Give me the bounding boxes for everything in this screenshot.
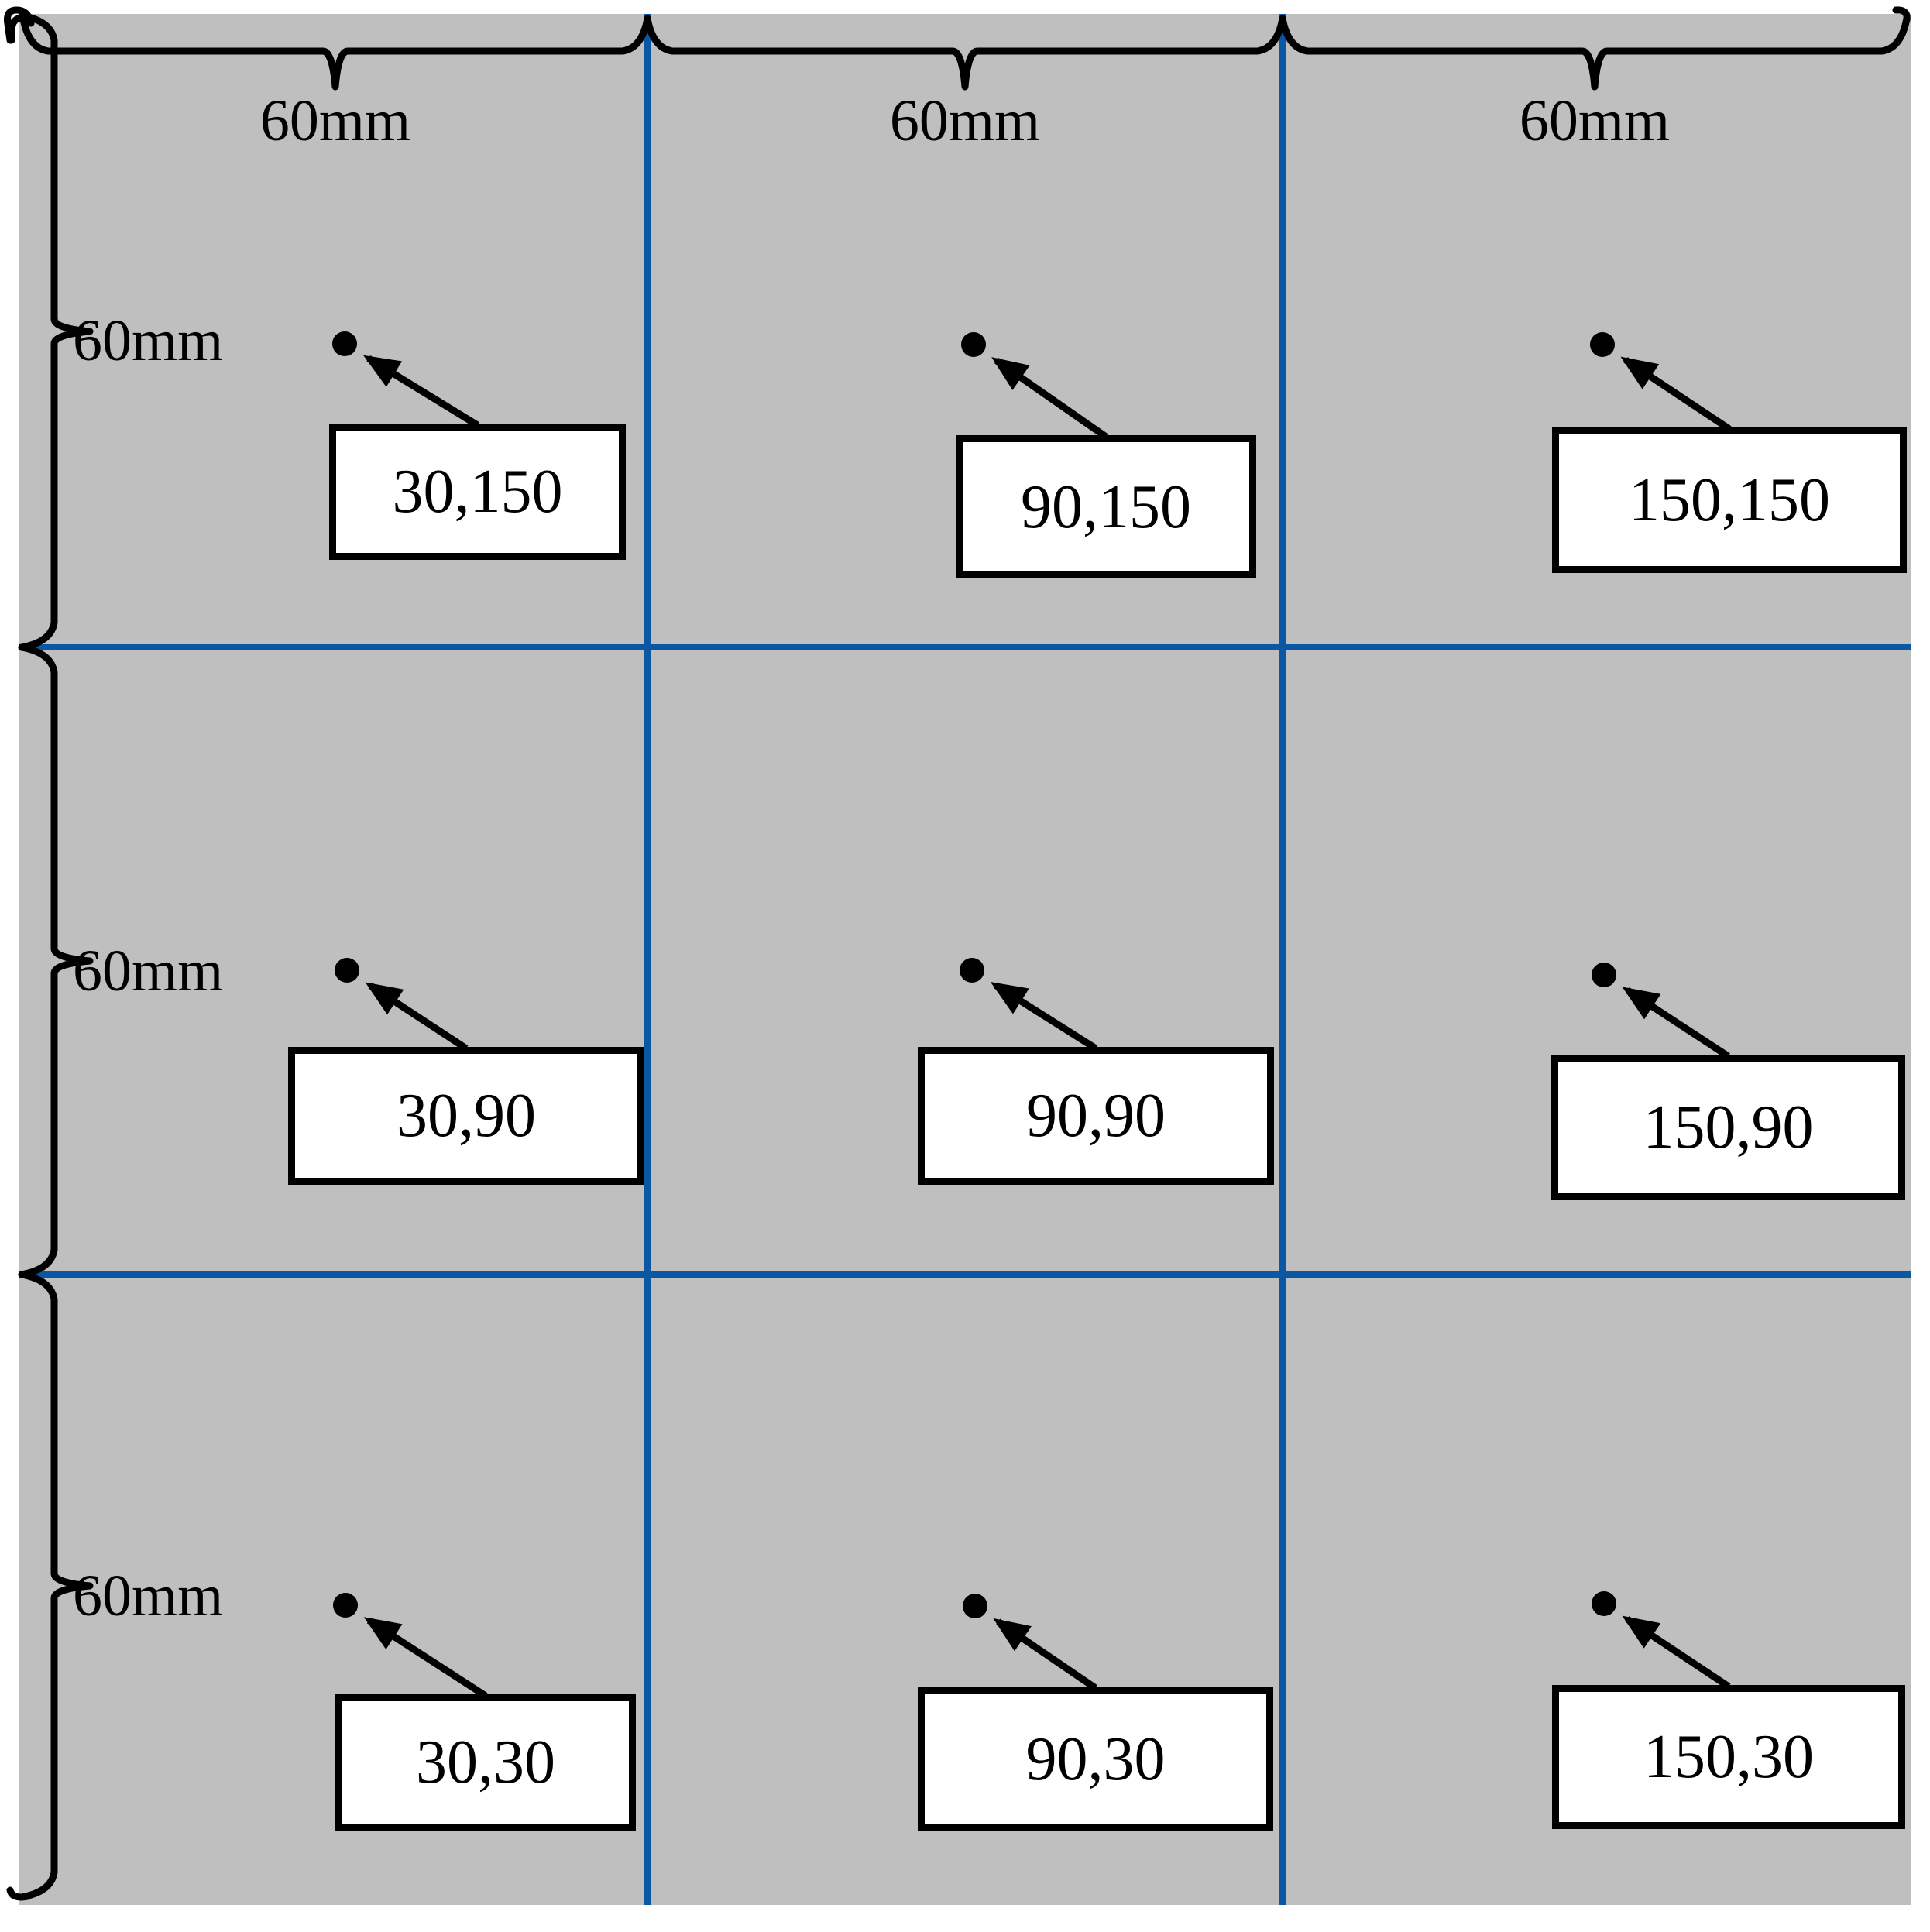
coordinate-label: 90,90: [1026, 1082, 1166, 1150]
coordinate-label: 30,90: [397, 1082, 536, 1150]
leader-arrow: [363, 1617, 488, 1699]
dimension-label-top: 60mm: [1519, 88, 1671, 153]
leader-arrow: [991, 357, 1108, 440]
datum-point-dot: [333, 1593, 358, 1618]
coordinate-label: 30,150: [392, 458, 563, 526]
coordinate-label: 150,30: [1643, 1723, 1814, 1791]
brace-end-hook: [6, 1886, 32, 1901]
datum-point-dot: [1592, 963, 1616, 987]
coordinate-label-box: 150,30: [1552, 1685, 1905, 1829]
coordinate-label-box: 30,30: [335, 1694, 636, 1831]
datum-point-dot: [960, 958, 984, 983]
dimension-brace-top: [644, 15, 1286, 91]
coordinate-label-box: 150,90: [1551, 1055, 1905, 1200]
coordinate-label: 150,150: [1629, 466, 1830, 534]
coordinate-label-box: 90,150: [956, 435, 1256, 578]
coordinate-label: 90,150: [1021, 472, 1191, 541]
dimension-label-top: 60mm: [259, 88, 411, 153]
leader-arrow: [1622, 987, 1730, 1059]
leader-arrow: [990, 982, 1098, 1052]
coordinate-label-box: 30,90: [288, 1047, 644, 1185]
dimension-label-top: 60mm: [889, 88, 1041, 153]
datum-point-dot: [335, 958, 359, 983]
brace-end-hook: [1892, 6, 1911, 24]
datum-point-dot: [961, 332, 986, 357]
datum-point-dot: [1592, 1591, 1616, 1616]
leader-arrow: [365, 982, 469, 1052]
dimension-brace-left: [18, 643, 94, 1278]
coordinate-label-box: 90,90: [918, 1047, 1274, 1185]
leader-arrow: [993, 1618, 1098, 1691]
coordinate-label: 90,30: [1025, 1724, 1166, 1793]
leader-arrow: [1622, 1615, 1731, 1690]
measurement-plate: [19, 14, 1911, 1905]
coordinate-label-box: 150,150: [1552, 427, 1907, 573]
coordinate-label-box: 30,150: [329, 424, 626, 560]
datum-point-dot: [332, 331, 357, 356]
dimension-label-left: 60mm: [73, 1563, 224, 1628]
brace-end-hook: [8, 14, 30, 44]
leader-arrow: [363, 355, 479, 428]
coordinate-label: 30,30: [416, 1728, 555, 1796]
datum-point-dot: [963, 1594, 987, 1618]
coordinate-label: 150,90: [1643, 1093, 1814, 1162]
coordinate-label-box: 90,30: [918, 1687, 1273, 1831]
dimension-label-left: 60mm: [73, 308, 224, 373]
dimension-label-left: 60mm: [73, 939, 224, 1004]
dimension-brace-top: [19, 15, 651, 91]
dimension-brace-left: [18, 1271, 94, 1901]
dimension-brace-top: [1279, 15, 1911, 91]
leader-arrow: [1620, 356, 1732, 432]
datum-point-dot: [1590, 332, 1615, 357]
dimension-brace-left: [18, 12, 94, 651]
